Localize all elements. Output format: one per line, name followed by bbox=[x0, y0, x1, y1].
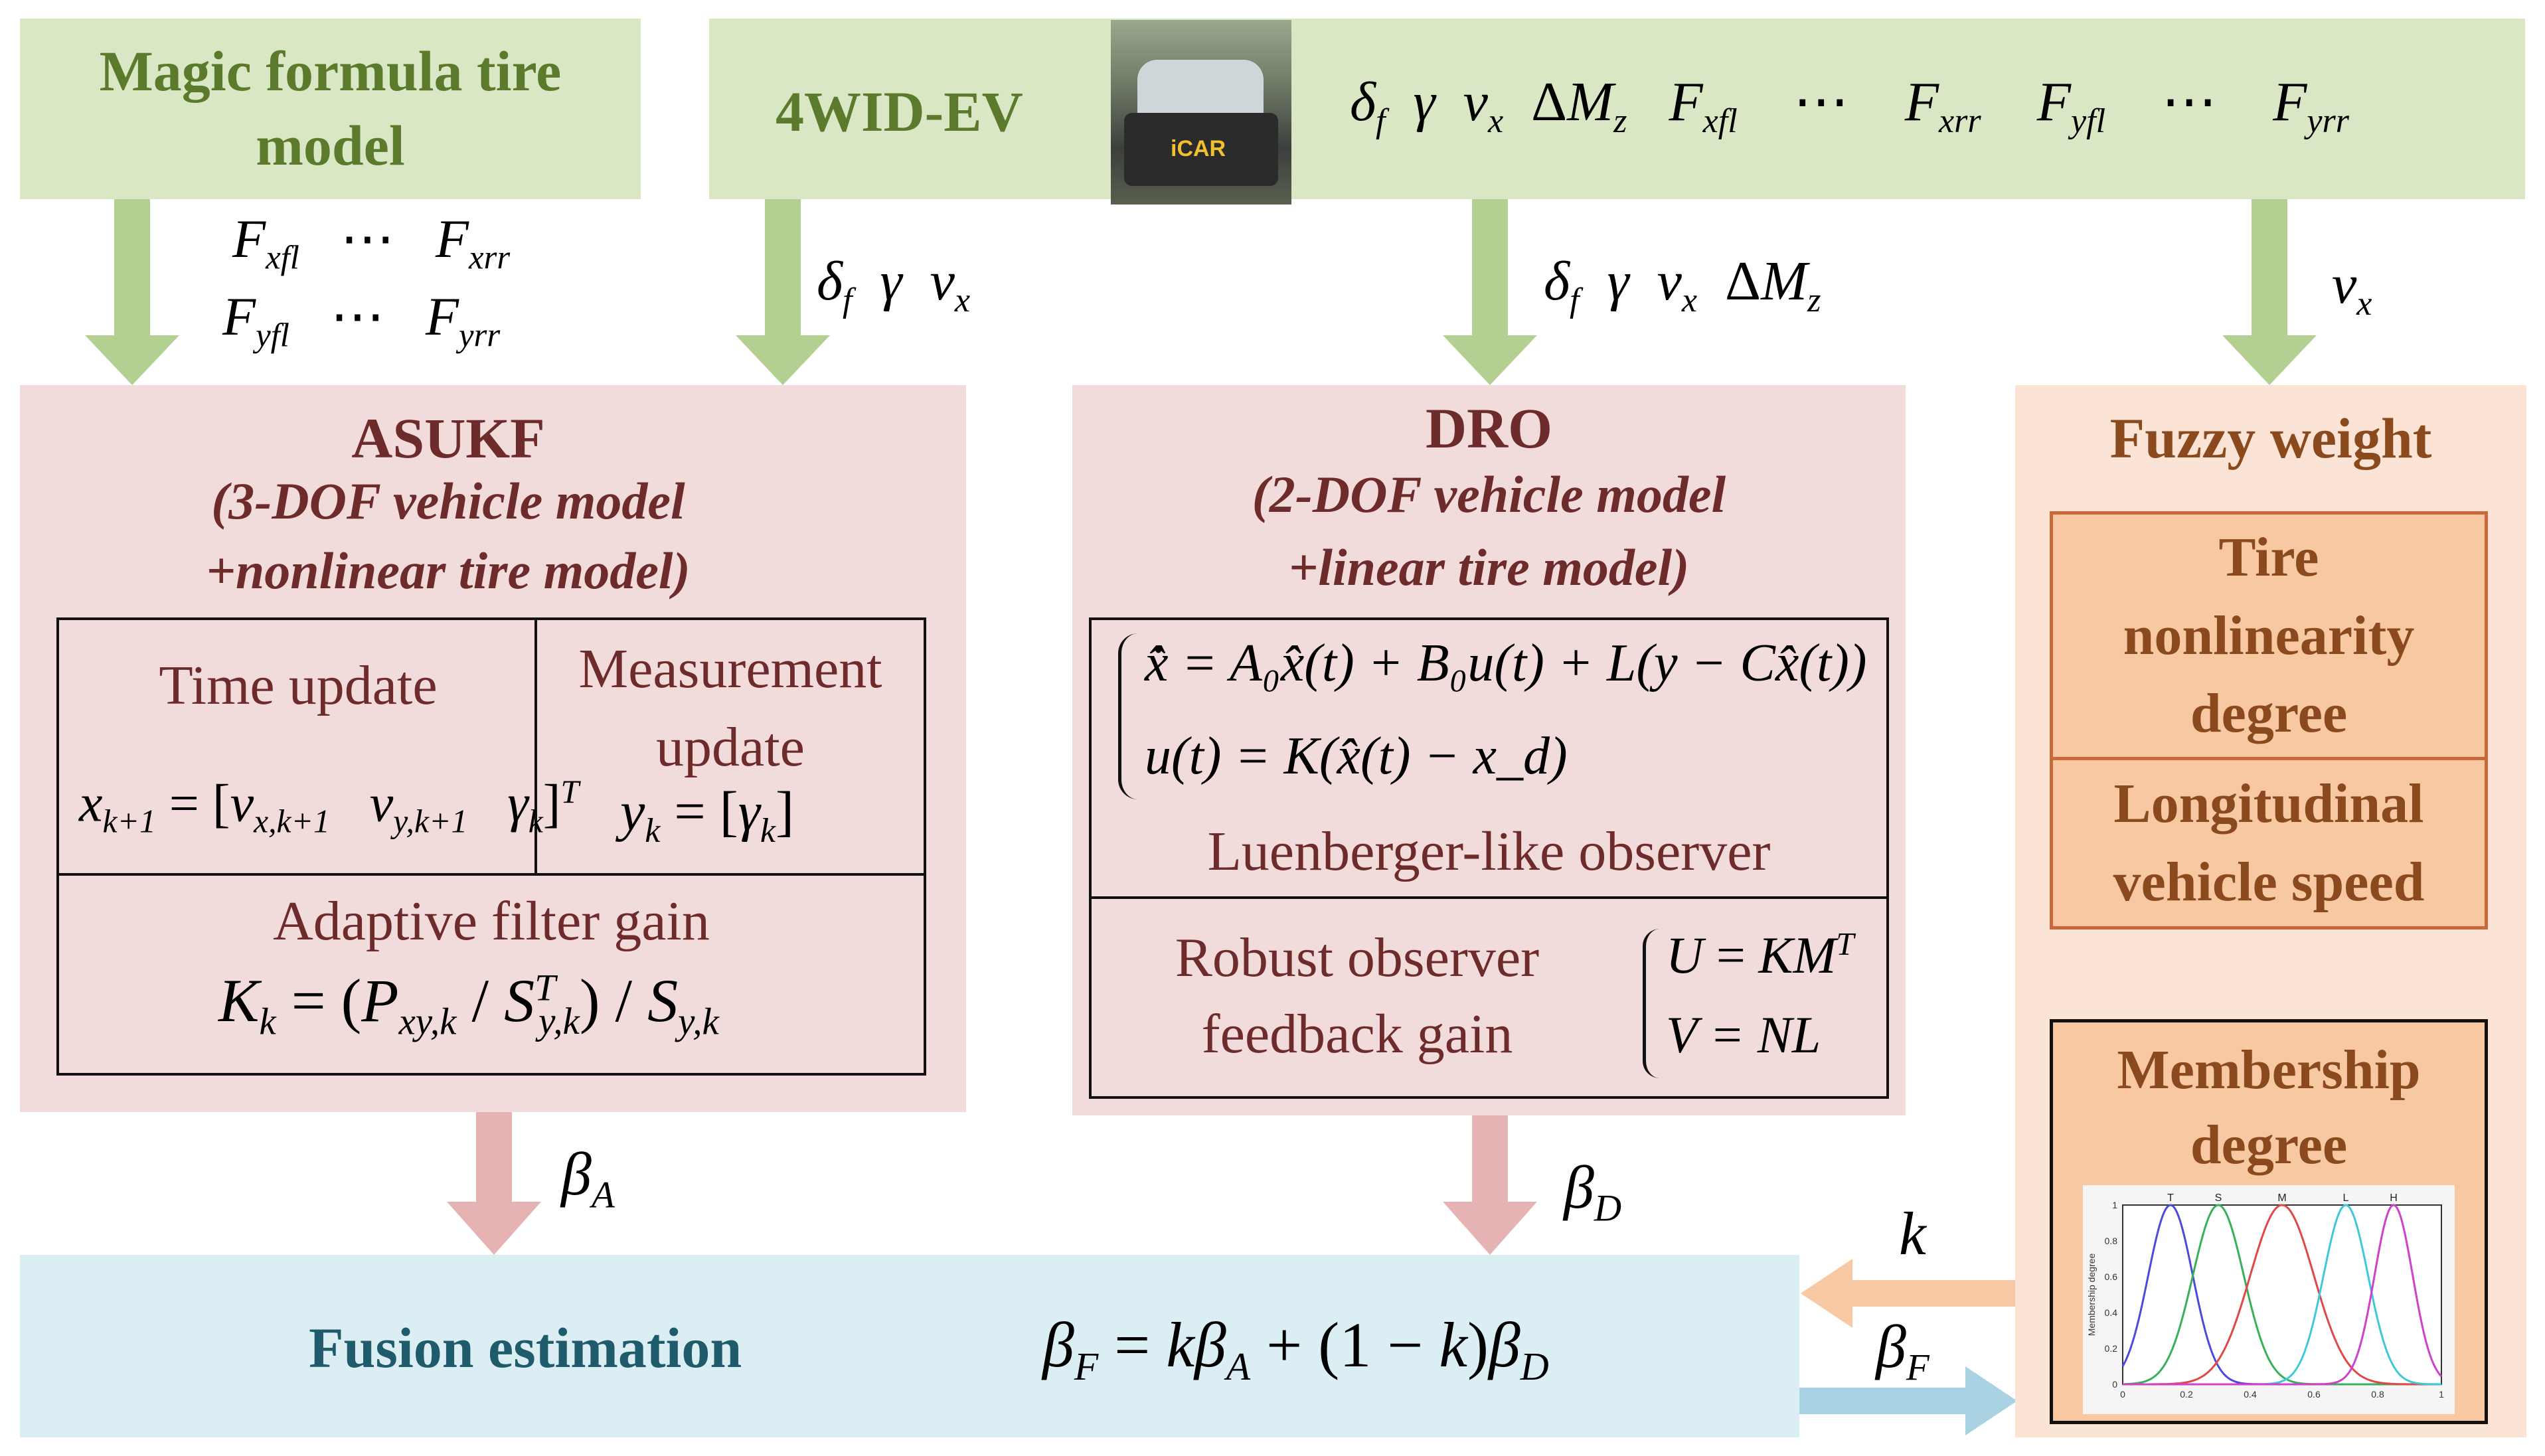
observer-equation-2: u(t) = K(x̂(t) − x_d) bbox=[1145, 727, 1568, 785]
vehicle-photo: iCAR bbox=[1111, 20, 1291, 204]
measurement-update-label: Measurement update bbox=[578, 638, 882, 778]
arrow-mf-to-asukf bbox=[85, 199, 179, 385]
ev-box: 4WID-EV iCAR δf γ vx ΔMz Fxfl ⋯ Fxrr Fyf… bbox=[709, 19, 2525, 204]
mf-force-labels: Fxfl ⋯ Fxrr Fyfl ⋯ Fyrr bbox=[222, 208, 511, 354]
ev-signal-list: δf γ vx ΔMz Fxfl ⋯ Fxrr Fyfl ⋯ Fyrr bbox=[1350, 68, 2349, 141]
y-tick-label: 0.8 bbox=[2105, 1236, 2118, 1246]
fuzzy-weight-box: Fuzzy weight Tire nonlinearity degree Lo… bbox=[2015, 385, 2526, 1437]
observer-brace bbox=[1118, 633, 1138, 799]
x-tick-label: 0.8 bbox=[2371, 1389, 2384, 1400]
sig-fxrr: Fxrr bbox=[1904, 71, 1981, 140]
arrow-asukf-to-fusion bbox=[447, 1112, 541, 1255]
sig-fyfl: Fyfl bbox=[2036, 71, 2106, 140]
chart-plot-area bbox=[2122, 1204, 2442, 1385]
y-tick-label: 0.6 bbox=[2105, 1271, 2118, 1282]
magic-formula-title: Magic formula tire model bbox=[99, 39, 562, 177]
arrow-k-to-fusion bbox=[1801, 1259, 2018, 1328]
x-tick-label: 0.6 bbox=[2307, 1389, 2321, 1400]
beta-a-label: βA bbox=[561, 1140, 615, 1216]
sig-dots-2: ⋯ bbox=[2161, 71, 2218, 133]
sig-vx: vx bbox=[1463, 71, 1504, 140]
series-label-T: T bbox=[2167, 1192, 2174, 1204]
luenberger-label: Luenberger-like observer bbox=[1207, 821, 1771, 882]
k-label: k bbox=[1899, 1200, 1926, 1267]
dro-subtitle-1: (2-DOF vehicle model bbox=[1252, 465, 1726, 523]
y-tick-label: 0.2 bbox=[2105, 1343, 2118, 1354]
time-update-label: Time update bbox=[159, 655, 438, 716]
observer-cell: x̂̇ = A₀x̂(t) + B₀u(t) + L(y − Cx̂(t)) u… bbox=[1092, 620, 1886, 899]
series-label-H: H bbox=[2390, 1192, 2398, 1204]
fusion-title: Fusion estimation bbox=[309, 1316, 742, 1380]
series-label-M: M bbox=[2277, 1192, 2286, 1204]
y-tick-label: 0.4 bbox=[2105, 1307, 2118, 1318]
series-line-H bbox=[2123, 1204, 2443, 1386]
asukf-title: ASUKF bbox=[351, 406, 545, 470]
sig-delta-f: δf bbox=[1350, 71, 1386, 140]
sig-dots-1: ⋯ bbox=[1793, 71, 1849, 133]
gain-equation-2: V = NL bbox=[1666, 1006, 1821, 1064]
measurement-update-cell: Measurement update yk = [γk] bbox=[537, 620, 924, 876]
y-tick-label: 0 bbox=[2112, 1379, 2117, 1390]
asukf-box: ASUKF (3-DOF vehicle model +nonlinear ti… bbox=[20, 385, 966, 1112]
arrow-ev-to-asukf bbox=[736, 199, 830, 385]
asukf-input-label: δf γ vx bbox=[817, 250, 971, 319]
asukf-subtitle-2: +nonlinear tire model) bbox=[206, 542, 691, 600]
fusion-estimation-box: Fusion estimation βF = kβA + (1 − k)βD bbox=[20, 1255, 1799, 1437]
arrow-dro-to-fusion bbox=[1443, 1115, 1537, 1255]
series-label-L: L bbox=[2343, 1192, 2349, 1204]
y-axis-label: Membership degree bbox=[2086, 1254, 2097, 1336]
series-label-S: S bbox=[2215, 1192, 2222, 1204]
sig-dmz: ΔMz bbox=[1531, 71, 1627, 140]
sig-gamma: γ bbox=[1413, 71, 1436, 133]
x-tick-label: 0.2 bbox=[2180, 1389, 2193, 1400]
fuzzy-weight-title: Fuzzy weight bbox=[2109, 406, 2432, 470]
vehicle-windshield bbox=[1137, 60, 1264, 120]
time-update-cell: Time update xk+1 = [vx,k+1 vy,k+1 γk]T bbox=[59, 620, 579, 876]
robust-gain-label-1: Robust observer bbox=[1175, 927, 1540, 989]
dro-subtitle-2: +linear tire model) bbox=[1288, 538, 1690, 596]
fusion-equation: βF = kβA + (1 − k)βD bbox=[1042, 1309, 1549, 1389]
dro-inner-box: x̂̇ = A₀x̂(t) + B₀u(t) + L(y − Cx̂(t)) u… bbox=[1089, 617, 1889, 1099]
dro-input-label: δf γ vx ΔMz bbox=[1544, 250, 1821, 319]
longitudinal-speed-label: Longitudinal vehicle speed bbox=[2113, 773, 2425, 913]
vehicle-plate-text: iCAR bbox=[1171, 136, 1226, 161]
beta-f-label: βF bbox=[1876, 1313, 1929, 1389]
longitudinal-speed-box: Longitudinal vehicle speed bbox=[2050, 757, 2488, 930]
adaptive-gain-equation: Kk = (Pxy,k / STy,k) / Sy,k bbox=[218, 967, 719, 1043]
arrow-beta-f-to-fuzzy bbox=[1799, 1366, 2017, 1435]
arrow-ev-to-fuzzy bbox=[2222, 199, 2317, 385]
y-tick-label: 1 bbox=[2112, 1200, 2117, 1210]
adaptive-gain-label: Adaptive filter gain bbox=[273, 890, 710, 952]
gain-equation-1: U = KMT bbox=[1666, 926, 1854, 984]
asukf-subtitle-1: (3-DOF vehicle model bbox=[211, 472, 685, 530]
asukf-inner-box: Time update xk+1 = [vx,k+1 vy,k+1 γk]T M… bbox=[56, 617, 926, 1076]
magic-formula-tire-model-box: Magic formula tire model bbox=[20, 19, 641, 199]
measurement-equation: yk = [γk] bbox=[620, 781, 794, 850]
membership-degree-label: Membership degree bbox=[2117, 1039, 2421, 1176]
time-update-equation: xk+1 = [vx,k+1 vy,k+1 γk]T bbox=[79, 773, 580, 840]
tire-nonlinearity-box: Tire nonlinearity degree bbox=[2050, 511, 2488, 760]
fuzzy-input-label: vx bbox=[2332, 254, 2372, 323]
dro-title: DRO bbox=[1425, 396, 1553, 460]
arrow-ev-to-dro bbox=[1443, 199, 1537, 385]
vehicle-body bbox=[1124, 113, 1278, 186]
robust-gain-label-2: feedback gain bbox=[1201, 1003, 1513, 1065]
gain-brace bbox=[1643, 929, 1660, 1078]
sig-fxfl: Fxfl bbox=[1669, 71, 1738, 140]
beta-d-label: βD bbox=[1564, 1153, 1622, 1230]
tire-nonlinearity-label: Tire nonlinearity degree bbox=[2123, 526, 2415, 745]
observer-equation-1: x̂̇ = A₀x̂(t) + B₀u(t) + L(y − Cx̂(t)) bbox=[1145, 634, 1867, 692]
x-tick-label: 0.4 bbox=[2244, 1389, 2257, 1400]
dro-box: DRO (2-DOF vehicle model +linear tire mo… bbox=[1072, 385, 1906, 1115]
sig-fyrr: Fyrr bbox=[2273, 71, 2350, 140]
x-tick-label: 1 bbox=[2439, 1389, 2444, 1400]
ev-title: 4WID-EV bbox=[776, 80, 1023, 143]
x-tick-label: 0 bbox=[2120, 1389, 2125, 1400]
